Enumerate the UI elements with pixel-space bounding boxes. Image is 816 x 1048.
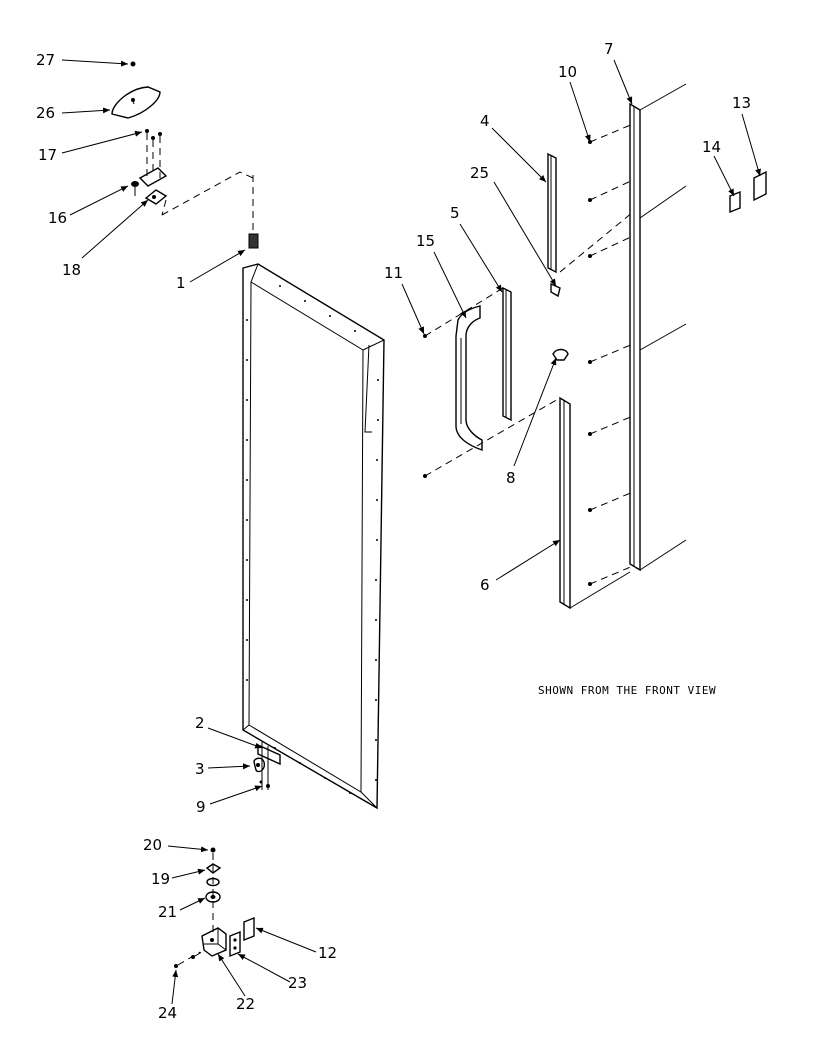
callout-21: 21 (158, 903, 177, 921)
door-panel (242, 263, 385, 810)
callout-4: 4 (480, 112, 490, 130)
callout-11: 11 (384, 264, 403, 282)
callout-26: 26 (36, 104, 55, 122)
callout-13: 13 (732, 94, 751, 112)
callout-25: 25 (470, 164, 489, 182)
view-caption: SHOWN FROM THE FRONT VIEW (538, 684, 716, 697)
callout-1: 1 (176, 274, 186, 292)
callout-2: 2 (195, 714, 205, 732)
callout-leaders (61, 59, 761, 1005)
top-hinge-assembly (111, 61, 254, 216)
callout-24: 24 (158, 1004, 177, 1022)
callout-6: 6 (480, 576, 490, 594)
callout-10: 10 (558, 63, 577, 81)
callout-labels: 27 26 17 16 18 1 2 3 9 20 19 21 12 23 22… (36, 40, 751, 1022)
callout-5: 5 (450, 204, 460, 222)
bottom-hinge-assembly (253, 742, 281, 790)
callout-27: 27 (36, 51, 55, 69)
callout-19: 19 (151, 870, 170, 888)
top-bushing (248, 175, 259, 249)
callout-14: 14 (702, 138, 721, 156)
lower-hinge-stack (174, 847, 255, 968)
callout-17: 17 (38, 146, 57, 164)
callout-23: 23 (288, 974, 307, 992)
callout-7: 7 (604, 40, 614, 58)
callout-15: 15 (416, 232, 435, 250)
callout-12: 12 (318, 944, 337, 962)
callout-20: 20 (143, 836, 162, 854)
callout-9: 9 (196, 798, 206, 816)
callout-16: 16 (48, 209, 67, 227)
callout-3: 3 (195, 760, 205, 778)
callout-22: 22 (236, 995, 255, 1013)
callout-8: 8 (506, 469, 516, 487)
callout-18: 18 (62, 261, 81, 279)
handle-trim-assembly (423, 83, 767, 610)
